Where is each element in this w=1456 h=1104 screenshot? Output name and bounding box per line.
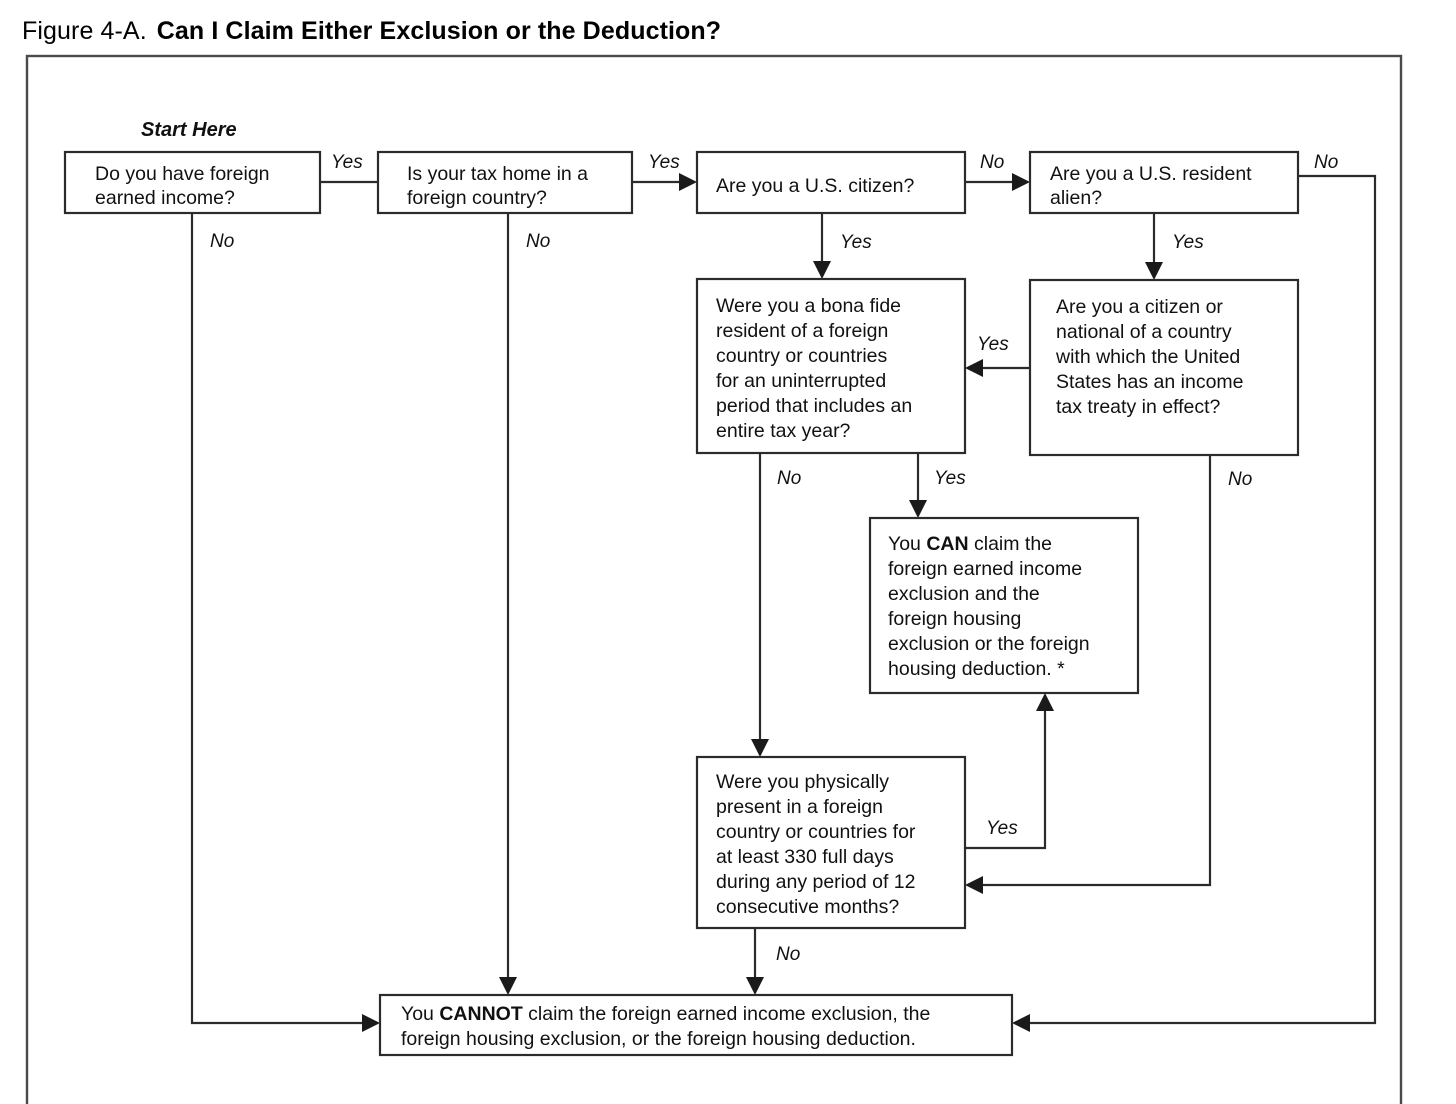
edge-label-citizen-yes: Yes — [840, 232, 872, 253]
node-result-can[interactable] — [868, 516, 1140, 695]
svg-text:resident of a foreign: resident of a foreign — [716, 320, 888, 342]
svg-text:Is your tax home in a: Is your tax home in a — [407, 163, 588, 185]
node-resident-alien-text: Are you a U.S. resident alien? — [1050, 163, 1252, 209]
figure-frame — [25, 54, 1403, 1104]
svg-text:exclusion and the: exclusion and the — [888, 583, 1040, 605]
edge-label-presence-no: No — [776, 944, 800, 965]
svg-text:with which the United: with which the United — [1055, 346, 1240, 368]
edge-label-income-no: No — [210, 231, 234, 252]
svg-text:tax treaty in effect?: tax treaty in effect? — [1056, 396, 1221, 418]
edge-label-alien-no: No — [1314, 152, 1338, 173]
edge-treaty-no — [965, 455, 1212, 894]
edge-citizen-no — [965, 173, 1030, 191]
svg-text:Are you a U.S. resident: Are you a U.S. resident — [1050, 163, 1252, 185]
svg-text:foreign earned income: foreign earned income — [888, 558, 1082, 580]
node-tax-home[interactable] — [376, 150, 634, 215]
node-earned-income[interactable] — [63, 150, 322, 215]
node-tax-treaty[interactable] — [1028, 278, 1300, 457]
node-result-cannot-text: You CANNOT claim the foreign earned inco… — [401, 1003, 930, 1050]
edge-label-treaty-yes: Yes — [977, 334, 1009, 355]
svg-text:Were you a bona fide: Were you a bona fide — [716, 295, 901, 317]
edge-label-bonafide-yes: Yes — [934, 468, 966, 489]
node-tax-treaty-text: Are you a citizen or national of a count… — [1055, 296, 1244, 418]
figure-label: Figure 4-A. — [22, 17, 147, 45]
svg-text:Are you a U.S. citizen?: Are you a U.S. citizen? — [716, 175, 914, 197]
node-physical-presence-text: Were you physically present in a foreign… — [716, 771, 916, 918]
edge-label-alien-yes: Yes — [1172, 232, 1204, 253]
svg-text:housing deduction. *: housing deduction. * — [888, 658, 1065, 680]
svg-text:consecutive months?: consecutive months? — [716, 896, 899, 918]
node-bona-fide-text: Were you a bona fide resident of a forei… — [716, 295, 912, 442]
edge-bonafide-no — [751, 453, 769, 757]
node-earned-income-text: Do you have foreign earned income? — [95, 163, 270, 209]
edge-citizen-yes — [813, 212, 831, 279]
svg-text:States has an income: States has an income — [1056, 371, 1244, 393]
svg-text:entire tax year?: entire tax year? — [716, 420, 851, 442]
node-us-citizen-text: Are you a U.S. citizen? — [716, 175, 914, 197]
edge-presence-no — [746, 928, 764, 995]
edge-label-presence-yes: Yes — [986, 818, 1018, 839]
edge-treaty-yes — [965, 359, 1030, 377]
edge-bonafide-yes — [909, 453, 927, 518]
svg-text:for an uninterrupted: for an uninterrupted — [716, 370, 886, 392]
edge-label-income-yes: Yes — [331, 152, 363, 173]
edge-taxhome-yes — [632, 173, 697, 191]
svg-text:Were you physically: Were you physically — [716, 771, 889, 793]
figure-title: Figure 4-A. Can I Claim Either Exclusion … — [22, 16, 721, 46]
edge-label-citizen-no: No — [980, 152, 1004, 173]
edge-alien-yes — [1145, 212, 1163, 280]
node-tax-home-text: Is your tax home in a foreign country? — [407, 163, 588, 209]
node-us-citizen[interactable] — [695, 150, 967, 215]
node-result-can-text: You CAN claim the foreign earned income … — [888, 533, 1090, 680]
svg-text:alien?: alien? — [1050, 187, 1102, 209]
svg-text:country or countries: country or countries — [716, 345, 887, 367]
start-here-label: Start Here — [141, 119, 237, 141]
edge-label-taxhome-no: No — [526, 231, 550, 252]
edge-income-no — [190, 212, 380, 1032]
svg-text:Do you have foreign: Do you have foreign — [95, 163, 270, 185]
edge-label-bonafide-no: No — [777, 468, 801, 489]
svg-text:foreign housing: foreign housing — [888, 608, 1021, 630]
svg-text:earned income?: earned income? — [95, 187, 235, 209]
svg-text:at least 330 full days: at least 330 full days — [716, 846, 894, 868]
svg-text:You CANNOT claim the foreign e: You CANNOT claim the foreign earned inco… — [401, 1003, 930, 1025]
svg-text:during any period of 12: during any period of 12 — [716, 871, 915, 893]
svg-text:Are you a citizen or: Are you a citizen or — [1056, 296, 1223, 318]
figure-title-text: Can I Claim Either Exclusion or the Dedu… — [156, 17, 722, 45]
node-result-cannot[interactable] — [378, 993, 1014, 1057]
svg-text:exclusion or the foreign: exclusion or the foreign — [888, 633, 1090, 655]
edge-label-treaty-no: No — [1228, 469, 1252, 490]
svg-text:foreign country?: foreign country? — [407, 187, 547, 209]
edge-label-taxhome-yes: Yes — [648, 152, 680, 173]
edge-alien-no — [1012, 174, 1377, 1032]
svg-text:foreign housing exclusion, or: foreign housing exclusion, or the foreig… — [401, 1028, 916, 1050]
svg-text:national of a country: national of a country — [1056, 321, 1232, 343]
edge-presence-yes — [965, 693, 1054, 850]
svg-text:country or countries for: country or countries for — [716, 821, 916, 843]
edge-taxhome-no — [499, 212, 517, 995]
svg-text:You CAN claim the: You CAN claim the — [888, 533, 1052, 555]
svg-text:present in a foreign: present in a foreign — [716, 796, 883, 818]
node-bona-fide[interactable] — [695, 277, 967, 455]
svg-text:period that includes an: period that includes an — [716, 395, 912, 417]
node-resident-alien[interactable] — [1028, 150, 1300, 215]
node-physical-presence[interactable] — [695, 755, 967, 930]
